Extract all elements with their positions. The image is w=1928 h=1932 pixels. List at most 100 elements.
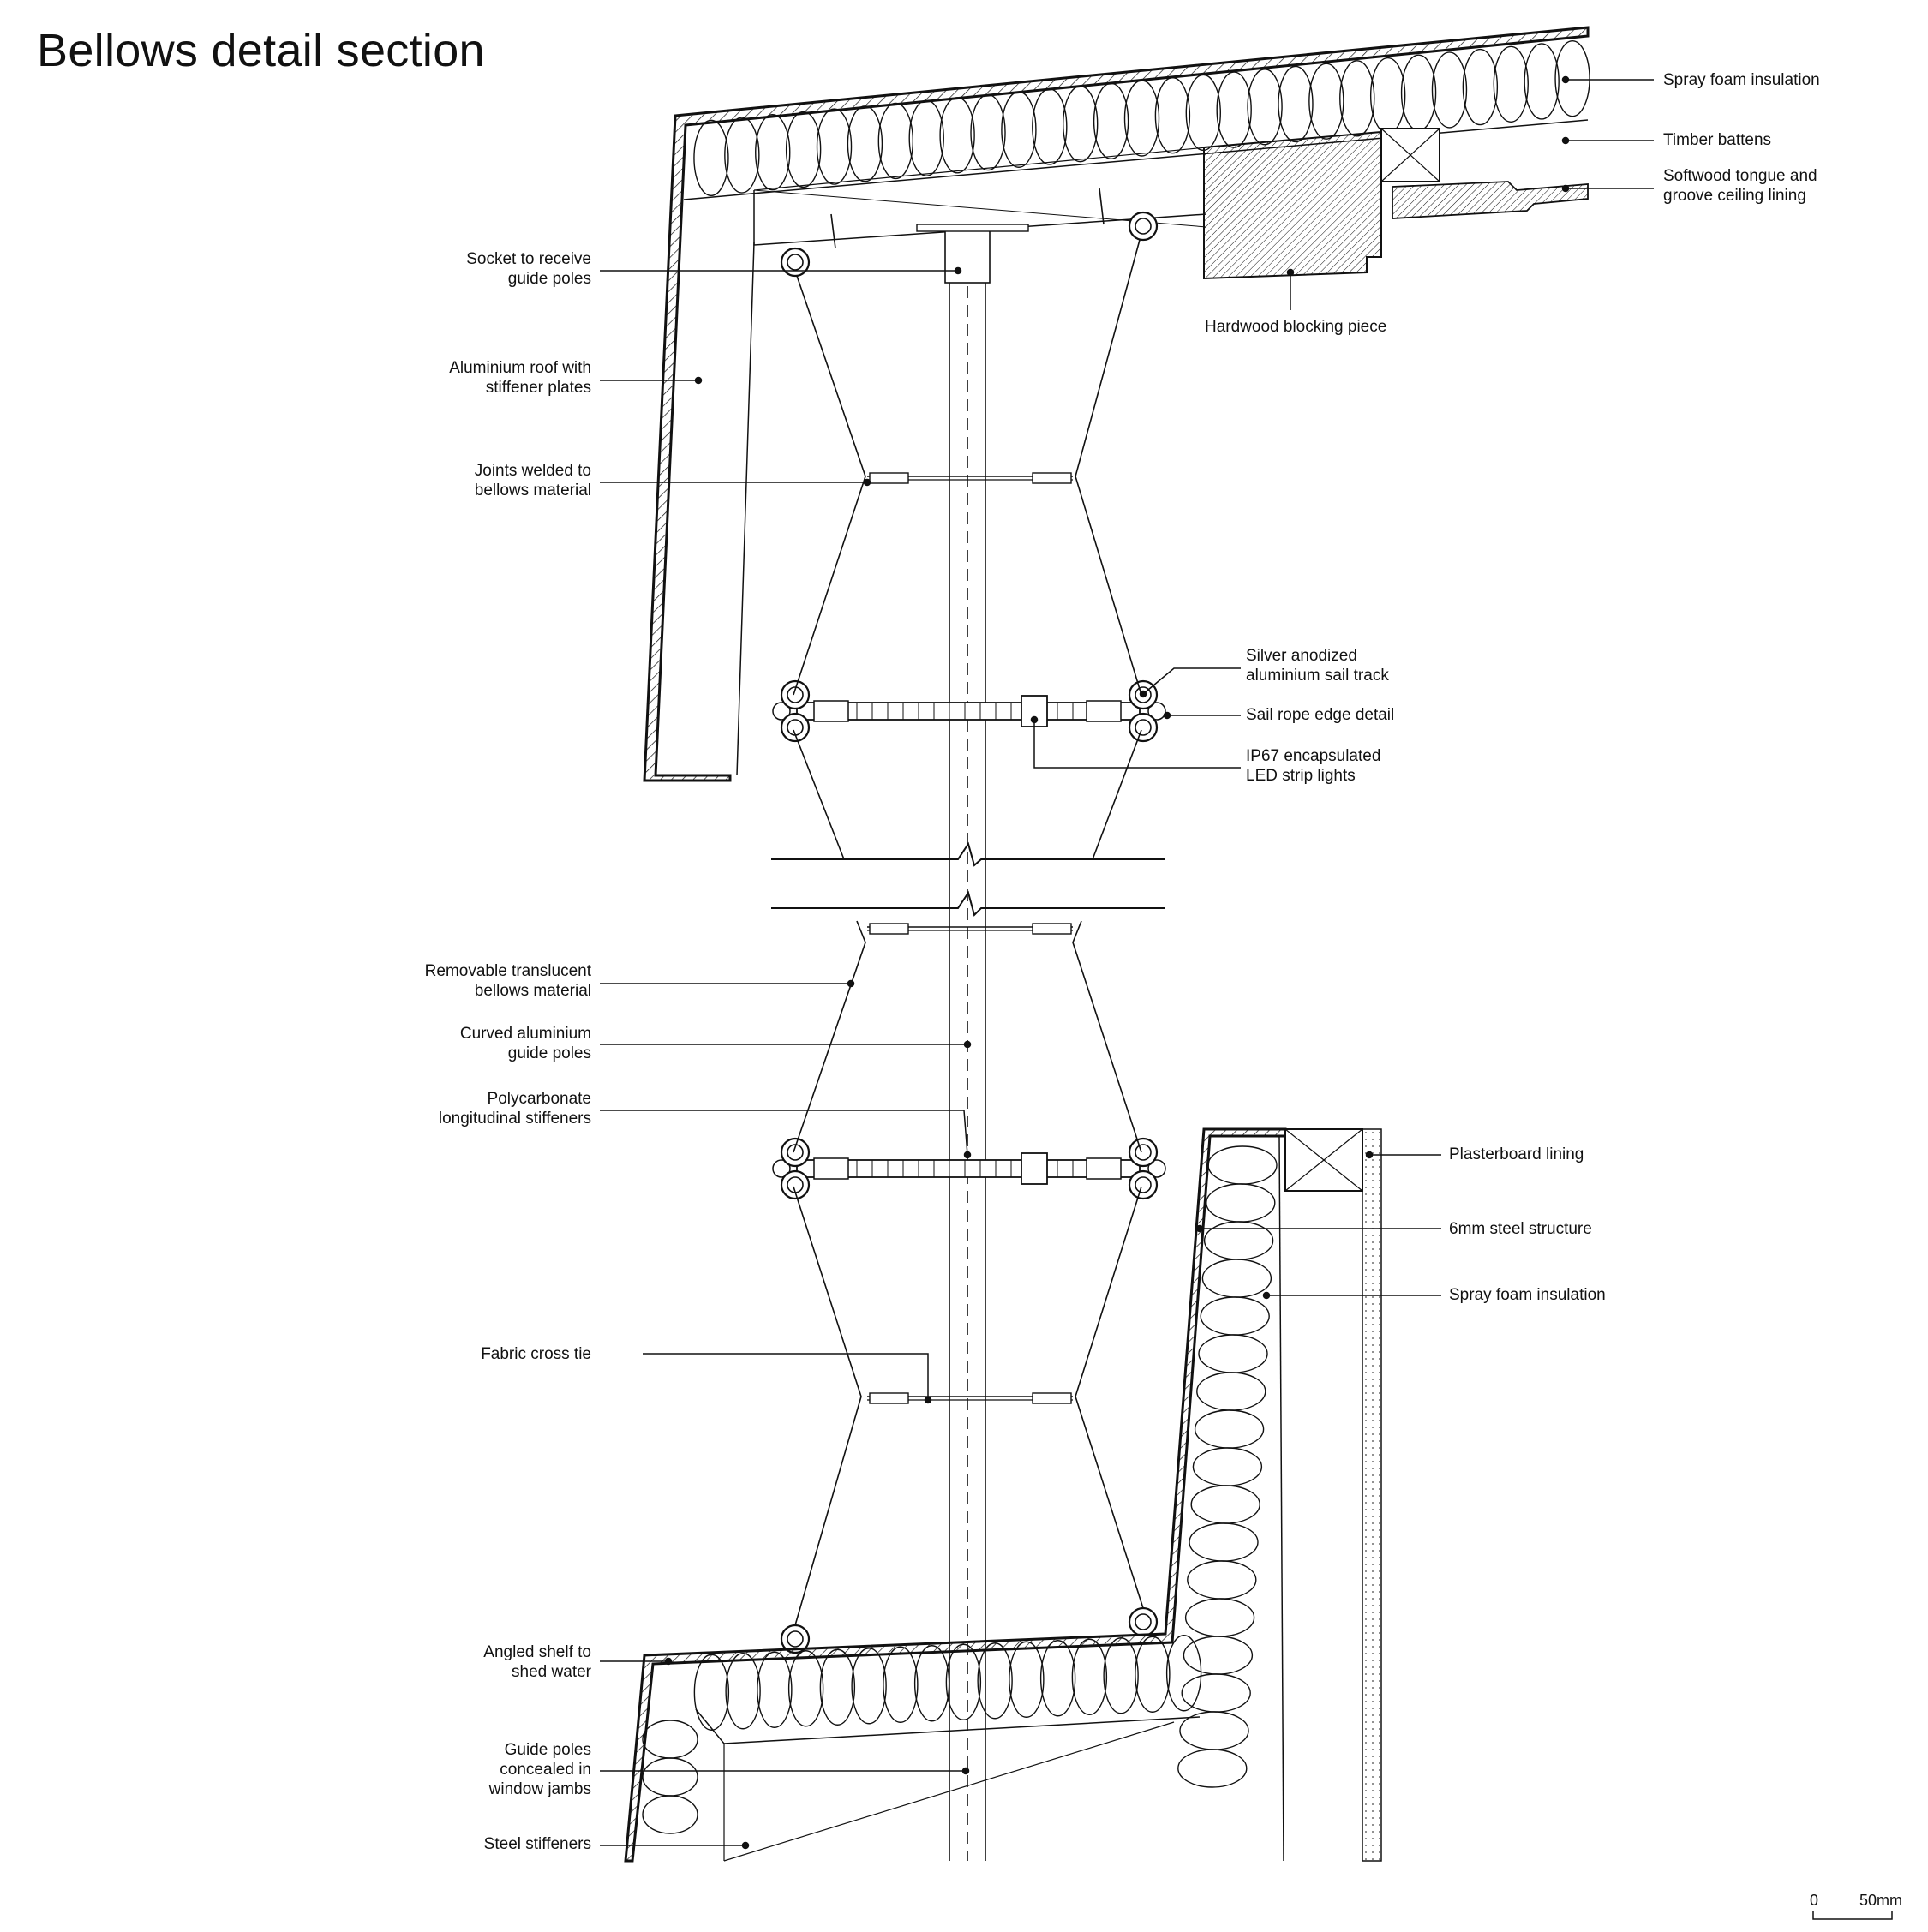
sail-rope <box>1135 1176 1152 1193</box>
label-hardwood-blocking: Hardwood blocking piece <box>1205 318 1387 336</box>
sail-rope <box>1135 1613 1152 1630</box>
sail-track-upper-left <box>780 679 811 710</box>
label-bellows-material: Removable translucent bellows material <box>424 962 591 1000</box>
insulation-loop <box>1179 1711 1249 1750</box>
label-steel-stiffeners: Steel stiffeners <box>483 1835 591 1853</box>
insulation-loop <box>1203 1221 1274 1260</box>
bellows-membrane-left-3 <box>793 920 866 1153</box>
leader-roof-dot <box>694 376 703 385</box>
sail-rope-edge <box>772 702 791 721</box>
fabric-cross-tie <box>867 1392 1073 1404</box>
sail-track-lower-left <box>780 1169 811 1200</box>
welded-joint <box>1032 472 1072 484</box>
welded-joint-upper <box>867 472 1073 484</box>
sail-rope <box>1135 1144 1152 1161</box>
insulation-loop <box>1200 1296 1270 1336</box>
sail-rope <box>787 1144 804 1161</box>
insulation-loop <box>1198 1334 1268 1373</box>
insulation-loop <box>1123 80 1160 157</box>
label-softwood-lining: Softwood tongue and groove ceiling linin… <box>1663 167 1817 205</box>
leader-led <box>1033 720 1241 769</box>
insulation-loop <box>1196 1372 1266 1411</box>
roof-skin <box>643 26 1590 782</box>
scale-start: 0 <box>1810 1892 1819 1909</box>
page-title: Bellows detail section <box>37 25 485 76</box>
sail-track-upper-right <box>1128 1137 1159 1168</box>
aluminium-roof <box>643 26 1590 782</box>
sail-rope-edge <box>1147 1159 1166 1178</box>
insulation-loop <box>1093 82 1129 160</box>
insulation-loop <box>939 97 975 174</box>
leader-steel-structure-dot <box>1195 1224 1204 1233</box>
leader-sail-rope-dot <box>1163 711 1171 720</box>
leader-bellows-dot <box>847 979 855 988</box>
fixing-clamp <box>813 700 849 722</box>
bellows-membrane-right-1 <box>1075 239 1142 696</box>
insulation-loop <box>1103 1637 1139 1714</box>
fixing-clamp <box>813 1157 849 1180</box>
bracket <box>830 213 836 249</box>
insulation-loop <box>642 1757 698 1797</box>
bracket <box>1099 188 1105 225</box>
insulation-loop <box>724 117 760 194</box>
plasterboard-lining <box>1362 1128 1382 1862</box>
insulation-loop <box>787 1650 824 1727</box>
bellows-membrane-right-3 <box>1072 920 1142 1153</box>
roof-fascia-inner <box>736 242 755 776</box>
insulation-loop <box>819 1648 856 1726</box>
insulation-loop <box>877 102 914 180</box>
sail-rope <box>1135 218 1152 235</box>
insulation-loop <box>1001 91 1037 168</box>
bellows-membrane-right-2 <box>1092 729 1142 860</box>
leader-lines <box>600 75 1654 1850</box>
sail-rope-edge <box>1147 702 1166 721</box>
angled-shelf <box>624 1127 1287 1863</box>
scale-bar: 0 50mm <box>1810 1892 1902 1926</box>
insulation-loop <box>970 93 1006 171</box>
label-plasterboard-lining: Plasterboard lining <box>1449 1145 1584 1163</box>
welded-joint <box>869 923 909 935</box>
roof-void-line <box>753 147 1207 191</box>
leader-sail-track-dot <box>1139 690 1147 698</box>
leader-shelf-dot <box>664 1657 673 1666</box>
welded-joint <box>869 1392 909 1404</box>
insulation-loop <box>1206 1183 1276 1223</box>
wall-spray-foam-insulation <box>1177 1145 1278 1788</box>
label-guide-poles-jambs: Guide poles concealed in window jambs <box>488 1741 591 1798</box>
sail-track-top-left <box>780 247 811 278</box>
welded-joint <box>1032 923 1072 935</box>
insulation-loop <box>1308 63 1344 140</box>
insulation-loop <box>1431 51 1468 129</box>
wall-timber-batten <box>1284 1128 1363 1192</box>
fixing-clamp <box>1086 700 1122 722</box>
sail-rope <box>787 1630 804 1648</box>
insulation-loop <box>642 1720 698 1759</box>
stiffener-bar <box>796 1159 1141 1178</box>
insulation-loop <box>977 1642 1013 1720</box>
insulation-loop <box>1185 74 1221 152</box>
sail-track-lower-right <box>1128 1169 1159 1200</box>
break-lines <box>771 841 1165 917</box>
insulation-loop <box>1187 1560 1257 1600</box>
leader-steel-stiffeners-dot <box>741 1841 750 1850</box>
insulation-loop <box>945 1643 982 1720</box>
insulation-loop <box>1177 1749 1248 1788</box>
label-angled-shelf: Angled shelf to shed water <box>483 1643 591 1681</box>
label-led-strip-lights: IP67 encapsulated LED strip lights <box>1246 747 1381 785</box>
led-strip-light <box>1021 1152 1048 1185</box>
welded-joint <box>869 472 909 484</box>
leader-stiffeners-dot <box>963 1151 972 1159</box>
insulation-loop <box>1154 76 1191 154</box>
insulation-loop <box>1216 71 1252 148</box>
leader-socket-dot <box>954 266 962 275</box>
scale-bar-line <box>1812 1911 1893 1920</box>
label-polycarbonate-stiffeners: Polycarbonate longitudinal stiffeners <box>438 1090 591 1127</box>
insulation-loop <box>1400 54 1437 131</box>
insulation-loop <box>816 108 853 185</box>
welded-joint-mid <box>867 923 1073 935</box>
bellows-membrane-left-4 <box>793 1186 862 1626</box>
leader-wall-foam-dot <box>1262 1291 1271 1300</box>
insulation-loop <box>847 105 883 182</box>
